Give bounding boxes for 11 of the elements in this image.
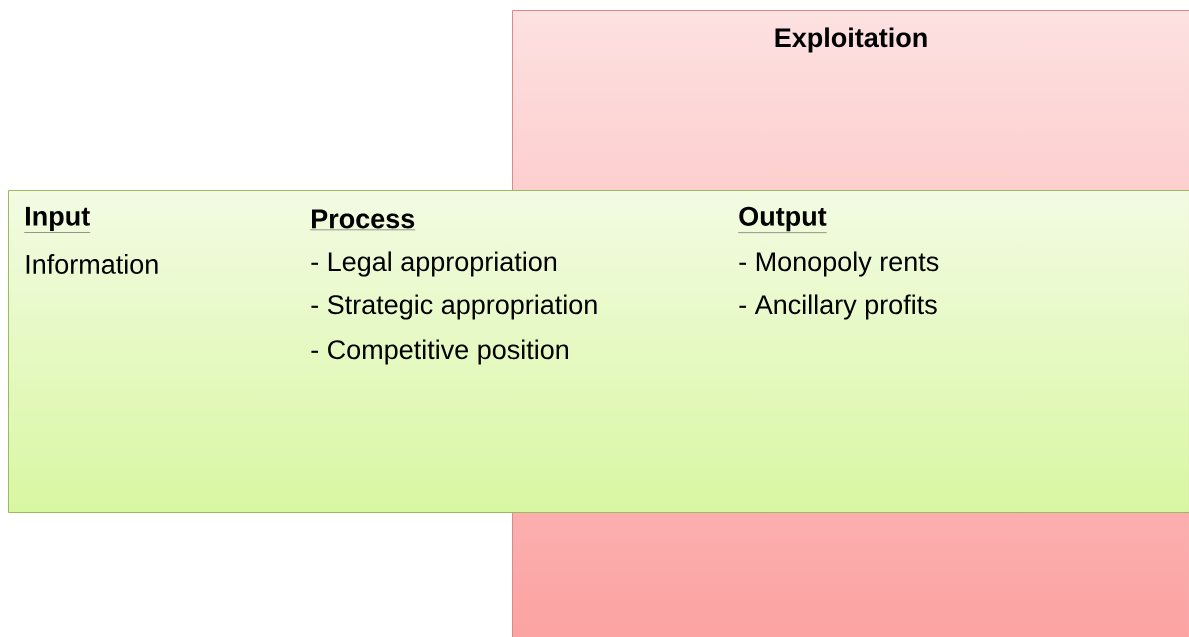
list-item: Information (26, 254, 158, 274)
column-heading: Process (310, 209, 416, 230)
list-item: - Competitive position (311, 339, 568, 365)
band-panel (8, 190, 1189, 513)
column-heading: Output (738, 206, 827, 233)
list-item: - Monopoly rents (739, 251, 939, 277)
panel-heading: Exploitation (775, 27, 927, 53)
list-item: - Ancillary profits (739, 294, 937, 320)
list-item: - Legal appropriation (311, 251, 557, 277)
list-item: - Strategic appropriation (311, 294, 597, 320)
column-heading: Input (24, 206, 91, 233)
